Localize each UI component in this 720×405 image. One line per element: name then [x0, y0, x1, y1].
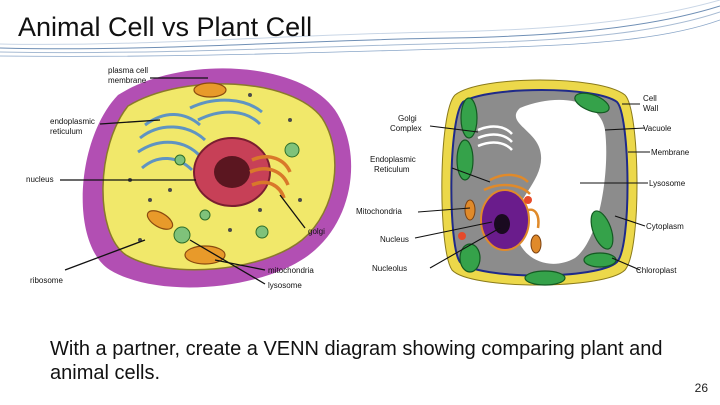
animal-lysosomes — [173, 142, 300, 244]
label-animal-er-2: reticulum — [50, 127, 83, 136]
plant-golgi — [477, 125, 513, 151]
plant-mitochondria — [464, 199, 542, 254]
plant-lysosome — [524, 196, 532, 204]
animal-er — [137, 98, 263, 172]
page-number: 26 — [694, 381, 708, 395]
label-animal-lysosome: lysosome — [268, 281, 302, 290]
plant-cell: Golgi Complex Endoplasmic Reticulum Mito… — [355, 72, 700, 290]
activity-prompt: With a partner, create a VENN diagram sh… — [50, 338, 663, 384]
label-animal-golgi: golgi — [308, 227, 325, 236]
animal-mitochondria — [146, 82, 227, 265]
label-plant-golgi-1: Golgi — [398, 114, 417, 123]
label-plant-chloroplast: Chloroplast — [636, 266, 677, 275]
label-plant-lysosome: Lysosome — [649, 179, 686, 188]
label-plant-cytoplasm: Cytoplasm — [646, 222, 684, 231]
slide-title: Animal Cell vs Plant Cell — [18, 12, 313, 42]
animal-golgi — [249, 155, 292, 199]
label-plant-er-1: Endoplasmic — [370, 155, 416, 164]
label-plant-vacuole: Vacuole — [643, 124, 672, 133]
label-animal-er-1: endoplasmic — [50, 117, 95, 126]
label-animal-nucleus: nucleus — [26, 175, 54, 184]
plant-nucleolus — [494, 214, 510, 234]
label-plant-cell-wall-1: Cell — [643, 94, 657, 103]
label-plant-golgi-2: Complex — [390, 124, 422, 133]
label-plant-nucleus: Nucleus — [380, 235, 409, 244]
animal-nucleolus — [214, 156, 250, 188]
label-plasma-membrane-2: membrane — [108, 76, 147, 85]
label-plant-mitochondria: Mitochondria — [356, 207, 402, 216]
label-plasma-membrane-1: plasma cell — [108, 66, 148, 75]
label-plant-er-2: Reticulum — [374, 165, 410, 174]
plant-chloroplasts — [456, 92, 617, 286]
label-plant-membrane: Membrane — [651, 148, 690, 157]
label-animal-mitochondria: mitochondria — [268, 266, 314, 275]
label-plant-nucleolus: Nucleolus — [372, 264, 407, 273]
header-decoration — [0, 0, 720, 57]
label-plant-cell-wall-2: Wall — [643, 104, 658, 113]
label-animal-ribosome: ribosome — [30, 276, 63, 285]
animal-cell: plasma cell membrane endoplasmic reticul… — [22, 62, 352, 292]
